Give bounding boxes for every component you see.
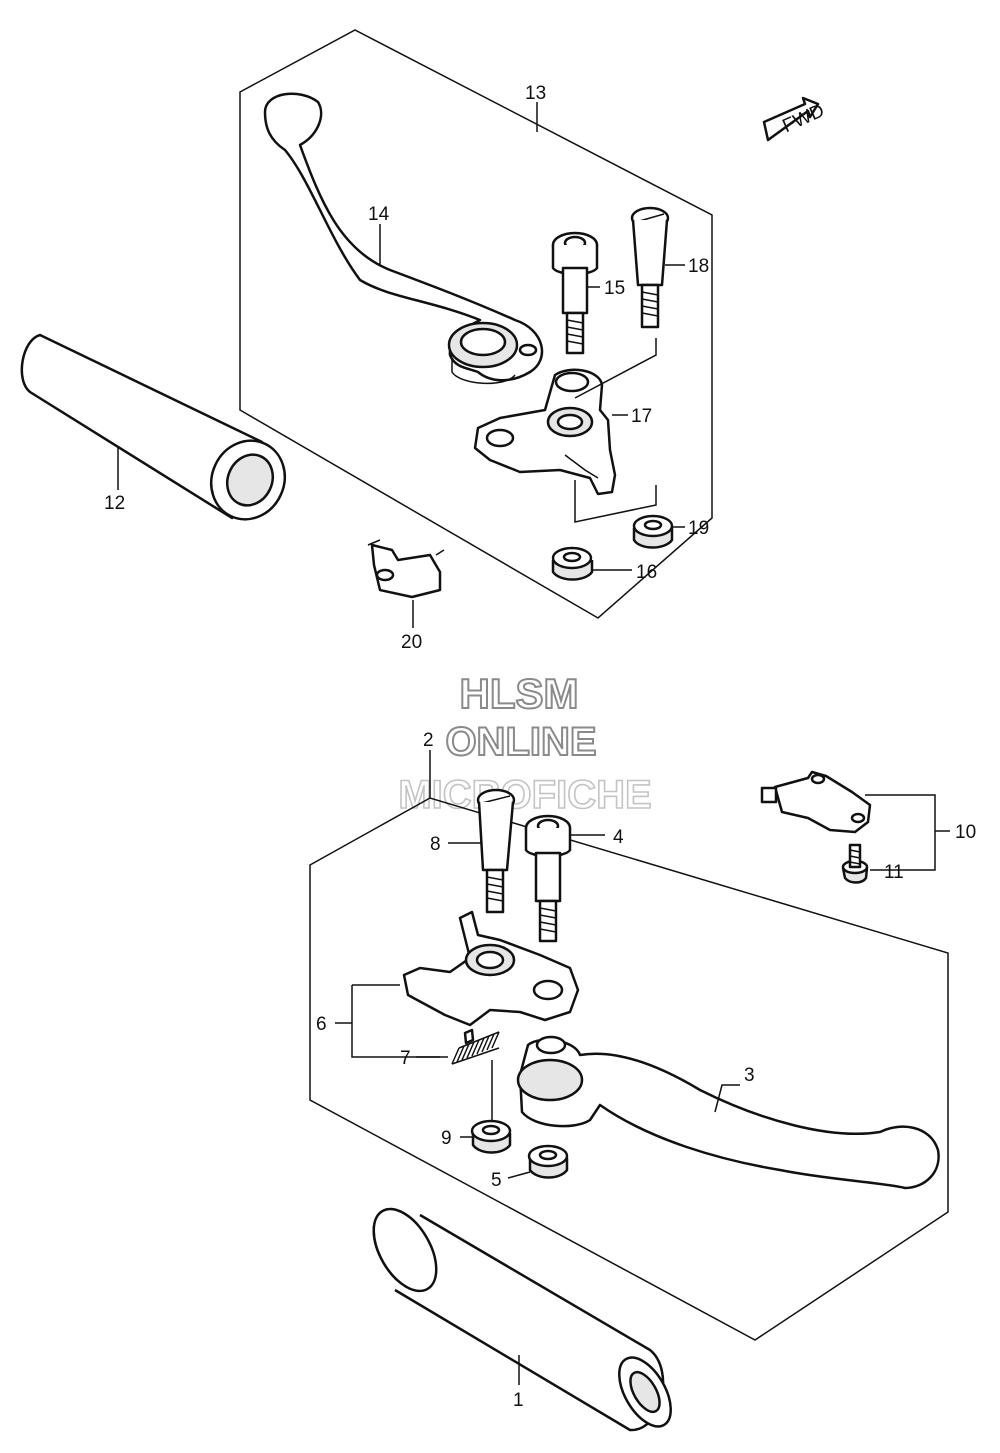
brake-switch-20 bbox=[367, 539, 445, 599]
lever-holder-17 bbox=[473, 368, 617, 496]
nut-19 bbox=[632, 514, 674, 549]
nut-16 bbox=[551, 546, 594, 581]
callout-13: 13 bbox=[525, 83, 546, 104]
callout-9: 9 bbox=[441, 1128, 452, 1149]
callout-16: 16 bbox=[636, 562, 657, 583]
callout-10: 10 bbox=[955, 822, 976, 843]
callout-20: 20 bbox=[401, 632, 422, 653]
pivot-bolt-8 bbox=[476, 788, 516, 914]
callout-6: 6 bbox=[316, 1014, 327, 1035]
grip-1 bbox=[372, 1207, 672, 1432]
nut-5 bbox=[527, 1144, 569, 1179]
callout-7: 7 bbox=[400, 1048, 411, 1069]
callout-18: 18 bbox=[688, 256, 709, 277]
callout-12: 12 bbox=[104, 493, 125, 514]
socket-bolt-4 bbox=[524, 814, 572, 943]
watermark: HLSM ONLINE MICROFICHE bbox=[398, 669, 653, 818]
screw-11 bbox=[841, 843, 869, 884]
callout-11: 11 bbox=[884, 862, 904, 883]
pivot-bolt-18 bbox=[630, 206, 670, 329]
nut-9 bbox=[470, 1119, 512, 1154]
callout-5: 5 bbox=[491, 1170, 502, 1191]
svg-text:MICROFICHE: MICROFICHE bbox=[398, 773, 651, 817]
callout-19: 19 bbox=[688, 518, 709, 539]
svg-text:ONLINE: ONLINE bbox=[445, 720, 596, 764]
callout-8: 8 bbox=[430, 834, 441, 855]
callout-17: 17 bbox=[631, 406, 652, 427]
clutch-holder-6 bbox=[402, 910, 580, 1045]
leader-lines-upper bbox=[117, 102, 685, 628]
callout-1: 1 bbox=[513, 1390, 524, 1411]
brake-lever-14 bbox=[263, 92, 544, 385]
svg-text:HLSM: HLSM bbox=[460, 670, 579, 717]
leader-lines-lower bbox=[335, 794, 950, 1385]
fwd-arrow-icon: FWD bbox=[762, 96, 828, 142]
callout-2: 2 bbox=[423, 730, 434, 751]
grip-12 bbox=[20, 333, 286, 521]
spring-7 bbox=[451, 1031, 500, 1065]
callout-15: 15 bbox=[604, 278, 625, 299]
socket-bolt-15 bbox=[551, 231, 599, 355]
assembly-outline-13 bbox=[239, 29, 713, 619]
callout-3: 3 bbox=[744, 1065, 755, 1086]
callout-4: 4 bbox=[613, 827, 624, 848]
clutch-lever-3 bbox=[516, 1035, 940, 1190]
clutch-switch-10 bbox=[760, 770, 872, 834]
callout-14: 14 bbox=[368, 204, 390, 225]
